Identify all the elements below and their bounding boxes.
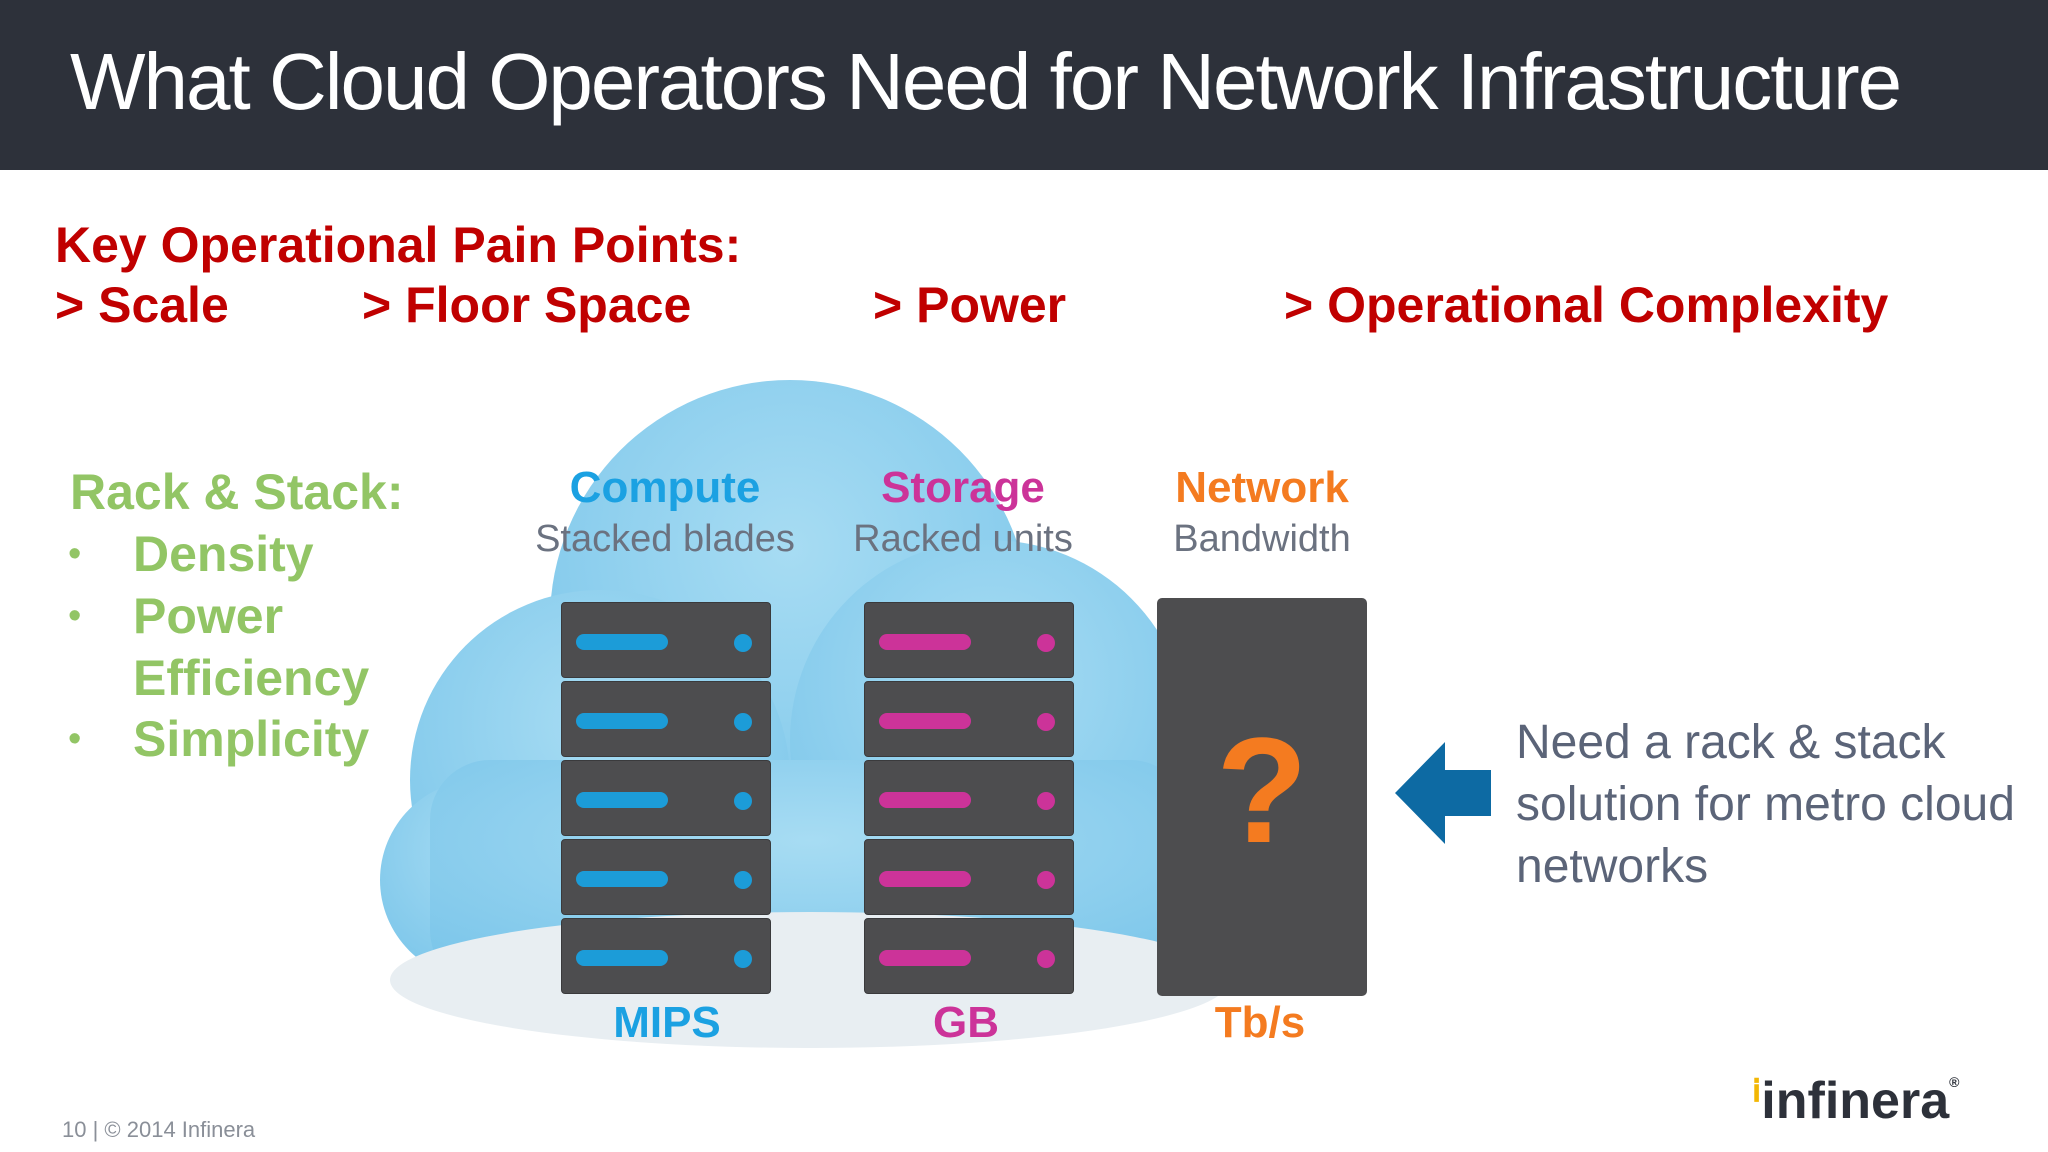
pain-point-power: > Power [873,277,1067,333]
registered-mark: ® [1949,1074,1960,1090]
indicator-bar [576,950,668,966]
logo-mark-icon: ⁱ [1752,1072,1762,1130]
rack-stack-heading: Rack & Stack: [70,464,404,520]
server-unit [561,681,771,757]
indicator-bar [576,792,668,808]
indicator-bar [576,713,668,729]
storage-subtitle: Racked units [853,518,1073,560]
question-mark-icon: ? [1216,706,1308,874]
indicator-bar [879,792,971,808]
server-unit [561,760,771,836]
indicator-dot [1037,871,1055,889]
callout-text: Need a rack & stack solution for metro c… [1516,716,2015,893]
storage-unit [864,760,1074,836]
storage-unit-label: GB [933,998,999,1047]
bullet-dot: • [68,718,82,760]
logo-wordmark: infinera [1761,1072,1950,1130]
bullet-density: Density [133,526,314,582]
indicator-dot [1037,713,1055,731]
indicator-dot [734,634,752,652]
server-unit [561,918,771,994]
indicator-dot [1037,950,1055,968]
indicator-dot [1037,792,1055,810]
network-subtitle: Bandwidth [1173,518,1351,560]
indicator-bar [879,871,971,887]
bullet-power: Power [133,588,284,644]
indicator-dot [734,713,752,731]
storage-unit [864,918,1074,994]
compute-subtitle: Stacked blades [535,518,795,560]
network-title: Network [1175,463,1349,512]
compute-unit-label: MIPS [613,998,721,1047]
infinera-logo: ⁱinfinera® [1752,1075,1959,1127]
bullet-dot: • [68,533,82,575]
indicator-dot [734,792,752,810]
storage-unit [864,681,1074,757]
indicator-bar [576,871,668,887]
bullet-simplicity: Simplicity [133,711,370,767]
bullet-efficiency: Efficiency [133,650,370,706]
storage-rack [864,602,1074,1000]
compute-rack [561,602,771,1000]
server-unit [561,602,771,678]
bullet-dot: • [68,595,82,637]
network-rack [1157,598,1367,996]
compute-title: Compute [569,463,761,512]
pain-points-heading: Key Operational Pain Points: [55,217,742,273]
indicator-bar [879,634,971,650]
pain-point-operational-complexity: > Operational Complexity [1284,277,1889,333]
indicator-bar [576,634,668,650]
pain-point-floor-space: > Floor Space [362,277,692,333]
storage-title: Storage [881,463,1045,512]
indicator-dot [734,871,752,889]
indicator-dot [734,950,752,968]
title-bar [0,0,2048,170]
storage-unit [864,602,1074,678]
storage-unit [864,839,1074,915]
server-unit [561,839,771,915]
indicator-dot [1037,634,1055,652]
indicator-bar [879,950,971,966]
network-unit-label: Tb/s [1214,998,1306,1047]
pain-point-scale: > Scale [55,277,229,333]
footer-page-copyright: 10 | © 2014 Infinera [62,1117,256,1142]
left-arrow-icon [1395,742,1491,844]
slide-title: What Cloud Operators Need for Network In… [70,37,1902,126]
indicator-bar [879,713,971,729]
